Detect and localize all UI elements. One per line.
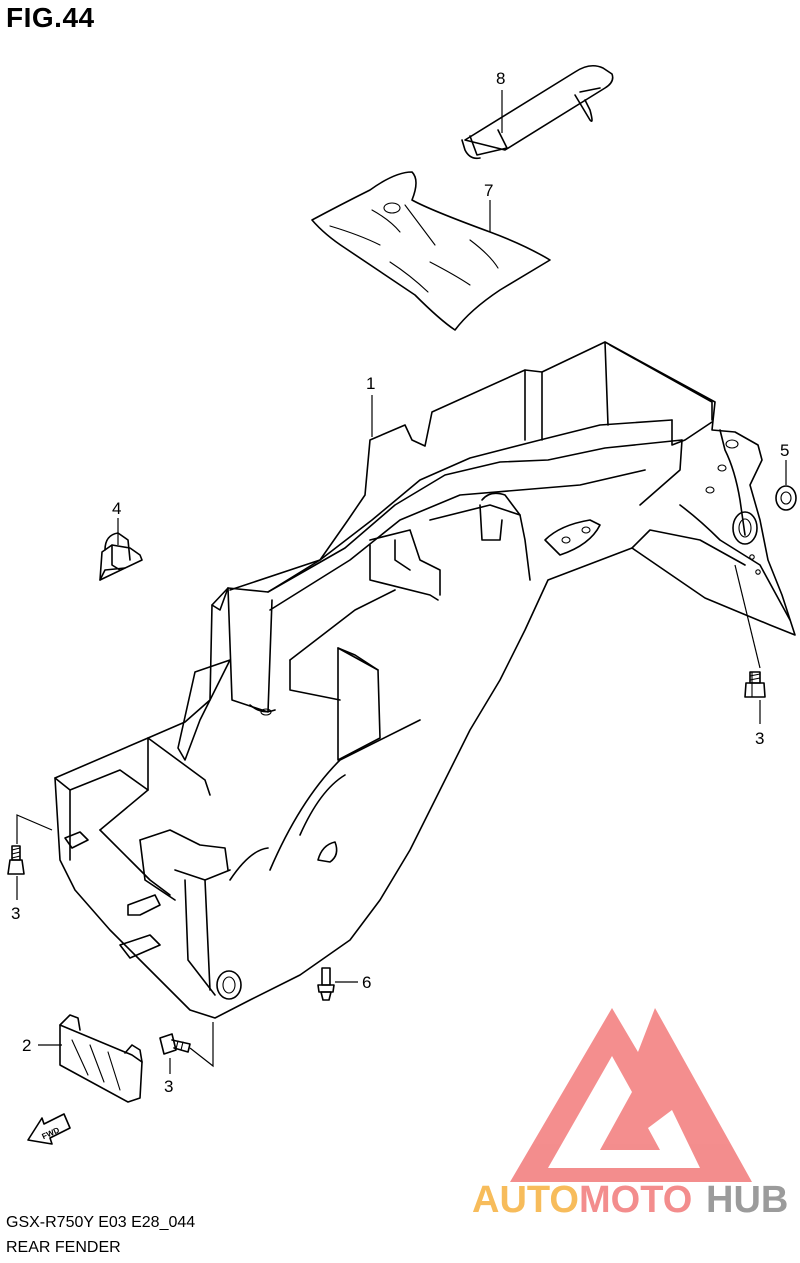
callout-7: 7: [484, 181, 493, 200]
watermark-text-moto: MOTO: [579, 1179, 692, 1221]
callout-3-right: 3: [755, 729, 764, 748]
section-name: REAR FENDER: [6, 1239, 121, 1256]
part-7-cover: [311, 171, 551, 331]
part-1-rear-fender: [54, 341, 796, 1019]
callout-2: 2: [22, 1036, 31, 1055]
callout-6: 6: [362, 973, 371, 992]
part-5-washer: [775, 485, 797, 511]
part-8-strap: [461, 64, 614, 160]
callout-3-left: 3: [11, 904, 20, 923]
callout-8: 8: [496, 69, 505, 88]
model-code: GSX-R750Y E03 E28_044: [6, 1214, 196, 1231]
leader-lines: [16, 90, 787, 1074]
part-2-pad: [59, 1014, 143, 1103]
fwd-arrow-icon: FWD: [27, 1113, 71, 1145]
watermark-text-auto: AUTO: [472, 1179, 579, 1221]
bolt-3-left: [7, 845, 25, 875]
callout-4: 4: [112, 499, 121, 518]
callout-1: 1: [366, 374, 375, 393]
figure-title: FIG.44: [6, 2, 95, 33]
callout-5: 5: [780, 441, 789, 460]
bolt-3-right: [744, 671, 766, 698]
watermark-triangle-icon: [510, 1008, 752, 1182]
callout-3-bottom: 3: [164, 1077, 173, 1096]
watermark-text-hub: HUB: [706, 1179, 788, 1221]
screw-6: [317, 967, 335, 1001]
watermark-logo: AUTO MOTO HUB: [472, 1008, 788, 1221]
part-4-clamp: [99, 532, 143, 581]
bolt-3-bottom: [159, 1033, 191, 1055]
